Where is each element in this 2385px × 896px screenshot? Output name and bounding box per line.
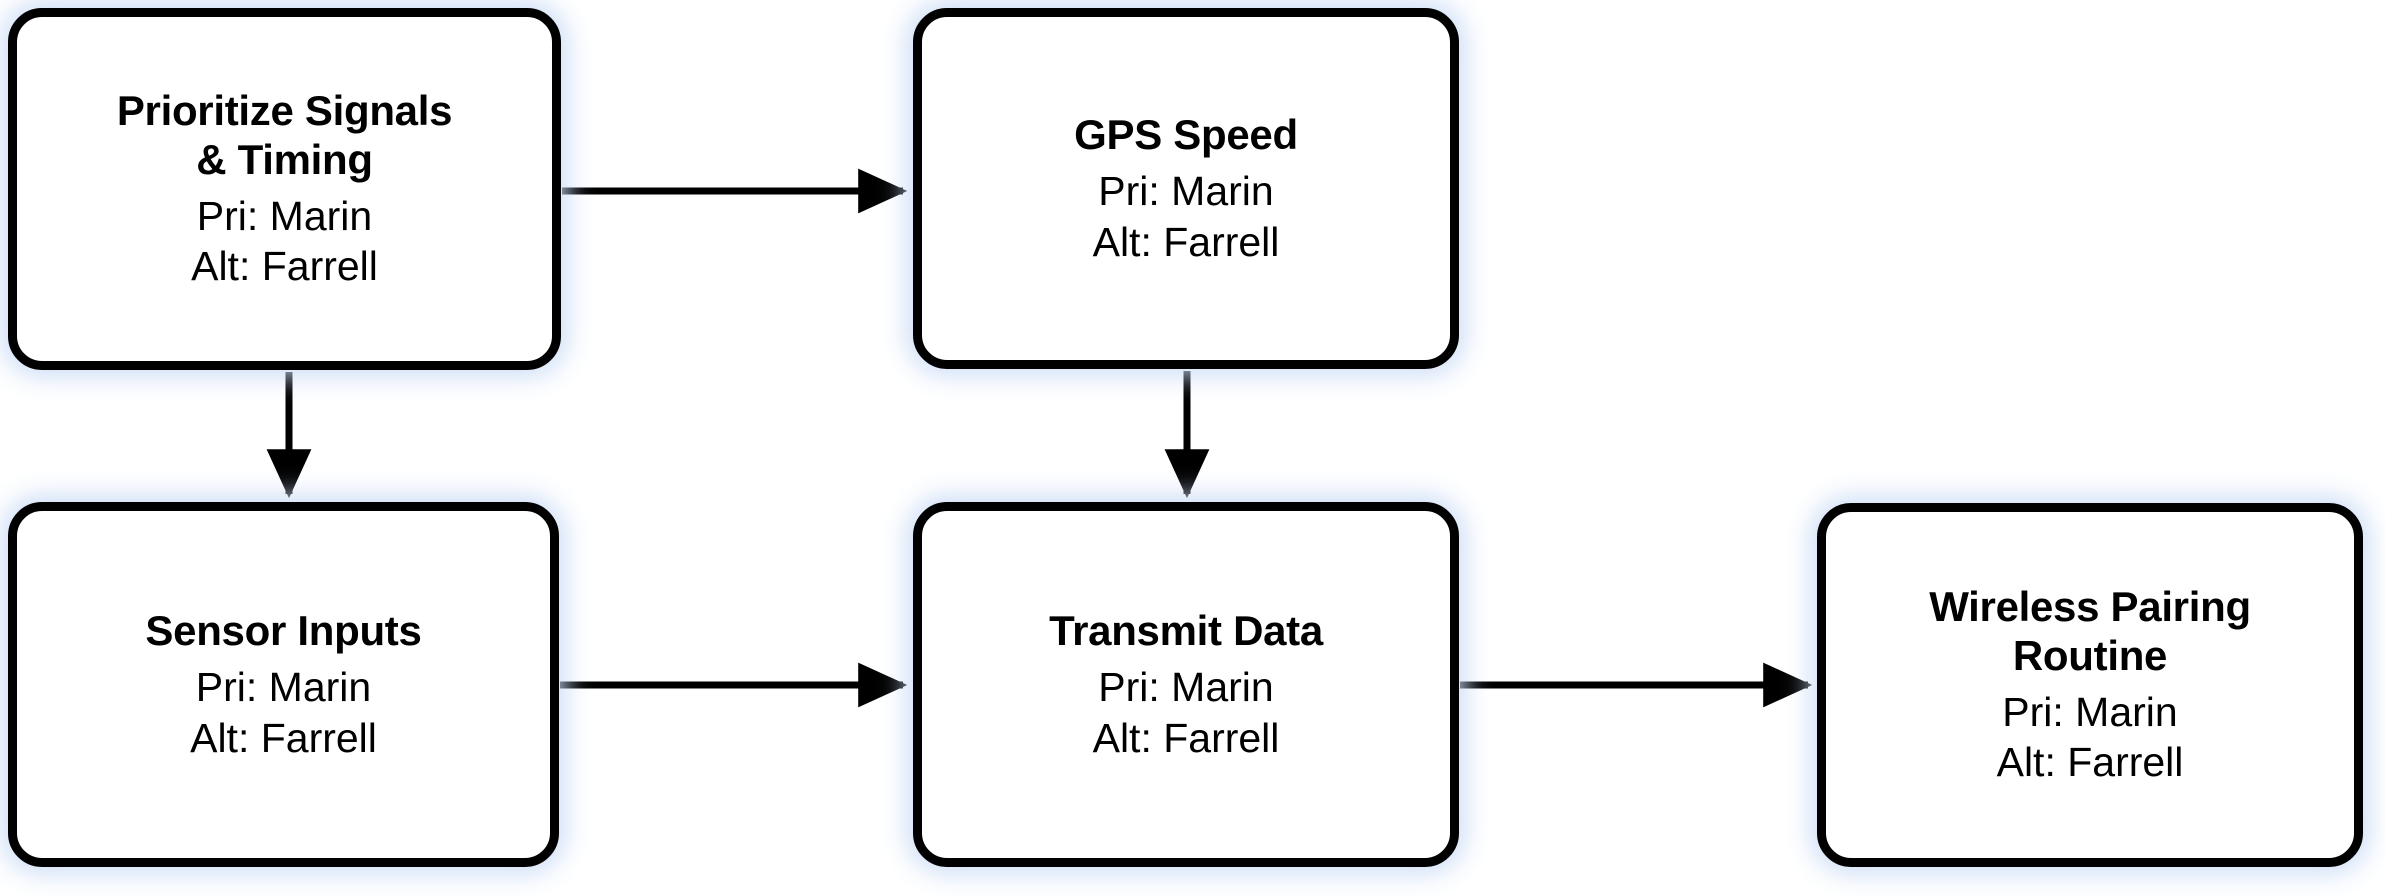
node-title: Sensor Inputs — [145, 606, 422, 654]
node-primary-line: Pri: Marin — [196, 192, 373, 239]
node-alternate-line: Alt: Farrell — [1996, 739, 2184, 786]
node-title: Prioritize Signals & Timing — [116, 87, 453, 183]
node-title: Transmit Data — [1049, 606, 1323, 654]
node-primary-line: Pri: Marin — [2002, 688, 2178, 735]
node-wireless-pairing-routine[interactable]: Wireless Pairing Routine Pri: Marin Alt:… — [1817, 503, 2363, 867]
node-title: Wireless Pairing Routine — [1929, 583, 2251, 679]
node-alternate-line: Alt: Farrell — [191, 243, 378, 290]
node-primary-line: Pri: Marin — [1098, 664, 1274, 711]
node-primary-line: Pri: Marin — [1098, 168, 1274, 215]
node-gps-speed[interactable]: GPS Speed Pri: Marin Alt: Farrell — [913, 8, 1459, 369]
node-primary-line: Pri: Marin — [195, 664, 372, 711]
node-transmit-data[interactable]: Transmit Data Pri: Marin Alt: Farrell — [913, 502, 1459, 867]
node-prioritize-signals-timing[interactable]: Prioritize Signals & Timing Pri: Marin A… — [8, 8, 561, 370]
node-title: GPS Speed — [1074, 110, 1298, 158]
node-alternate-line: Alt: Farrell — [1092, 714, 1280, 761]
node-alternate-line: Alt: Farrell — [1092, 218, 1280, 265]
node-alternate-line: Alt: Farrell — [190, 714, 377, 761]
node-sensor-inputs[interactable]: Sensor Inputs Pri: Marin Alt: Farrell — [8, 502, 559, 867]
